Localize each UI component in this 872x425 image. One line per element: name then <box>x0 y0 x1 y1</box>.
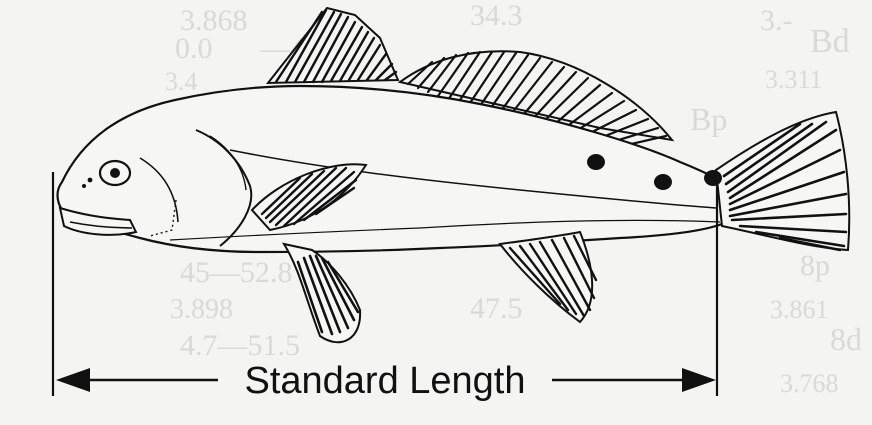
left-arrow <box>56 368 218 392</box>
svg-text:0.0: 0.0 <box>175 32 213 65</box>
svg-text:47.5: 47.5 <box>470 292 523 325</box>
arrowhead-left-icon <box>56 368 90 392</box>
svg-text:4.7—51.5: 4.7—51.5 <box>180 329 300 362</box>
svg-text:Bd: Bd <box>810 23 850 60</box>
svg-text:Bp: Bp <box>690 101 727 137</box>
svg-text:3.-: 3.- <box>760 4 793 37</box>
svg-text:3.4: 3.4 <box>165 67 198 96</box>
svg-text:34.3: 34.3 <box>470 0 523 32</box>
svg-text:3.768: 3.768 <box>780 369 839 398</box>
svg-text:3.898: 3.898 <box>170 294 233 325</box>
nostril-icon <box>88 178 93 183</box>
svg-text:45—52.8: 45—52.8 <box>180 256 293 289</box>
caudal-fin <box>716 112 849 250</box>
svg-text:8p: 8p <box>800 249 830 282</box>
pelvic-fin <box>284 244 360 342</box>
right-arrow <box>552 368 716 392</box>
svg-text:8d: 8d <box>830 321 862 357</box>
spot-icon <box>704 170 722 186</box>
svg-text:3.861: 3.861 <box>770 295 829 324</box>
svg-text:3.311: 3.311 <box>765 65 823 94</box>
spot-icon <box>587 154 605 170</box>
spot-icon <box>654 174 672 190</box>
arrowhead-right-icon <box>682 368 716 392</box>
standard-length-label: Standard Length <box>244 360 525 402</box>
